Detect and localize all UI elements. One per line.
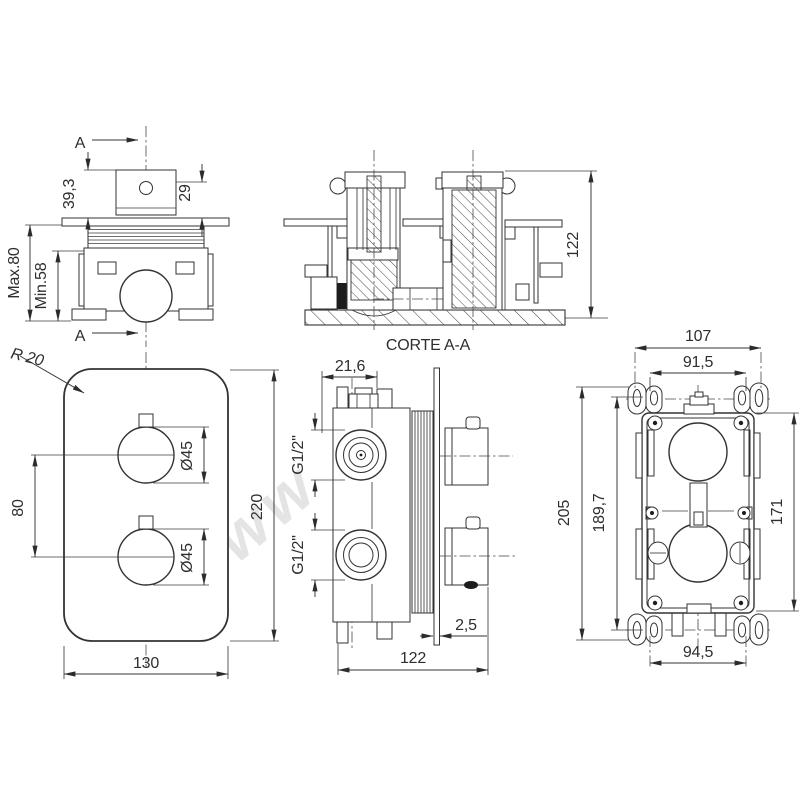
seal-block — [337, 283, 349, 309]
svg-text:21,6: 21,6 — [335, 358, 366, 375]
svg-text:39,3: 39,3 — [61, 179, 78, 210]
dim-max-depth: Max.80 — [6, 224, 71, 322]
dim-slot-span-top-outer: 107 — [634, 328, 762, 391]
svg-text:107: 107 — [685, 328, 711, 345]
mounting-ears — [627, 382, 769, 646]
cartridge-opening-top — [668, 422, 728, 482]
dim-slot-span-bottom: 94,5 — [649, 636, 747, 668]
threaded-collar — [87, 225, 205, 249]
dim-inlet-thread-bottom: G1/2" — [290, 513, 345, 597]
side-knob-bottom — [440, 516, 517, 589]
clamp-fasteners — [647, 541, 751, 565]
wall-plate-right — [504, 219, 563, 228]
view-front-rough-in: A 39,3 — [6, 126, 230, 347]
dim-inlet-thread-top: G1/2" — [290, 413, 345, 497]
section-cut-marker-bottom: A — [75, 328, 139, 345]
handle-knob — [115, 169, 177, 216]
corner-screws — [647, 415, 749, 611]
svg-text:2,5: 2,5 — [455, 617, 477, 634]
view-faceplate: 80 Ø45 Ø45 220 130 R 20 — [9, 345, 279, 679]
knob-bottom-index — [138, 515, 154, 530]
svg-text:130: 130 — [133, 655, 159, 672]
left-pipe-stub — [304, 264, 328, 278]
svg-text:Ø45: Ø45 — [179, 441, 196, 471]
svg-text:122: 122 — [565, 232, 582, 258]
dim-cartridge-offset: 21,6 — [321, 358, 378, 433]
mid-screws — [645, 506, 753, 520]
svg-text:80: 80 — [10, 499, 27, 517]
svg-text:Ø45: Ø45 — [179, 543, 196, 573]
dim-plate-height: 220 — [230, 369, 279, 642]
svg-text:205: 205 — [556, 500, 573, 526]
dim-screw-span: 171 — [756, 412, 799, 612]
cartridge-opening-bottom — [668, 523, 728, 583]
svg-text:94,5: 94,5 — [683, 644, 714, 661]
faceplate-outline — [63, 368, 229, 642]
dim-handle-height: 39,3 — [61, 152, 116, 236]
inlet-port-top — [335, 429, 387, 481]
svg-text:R 20: R 20 — [9, 345, 45, 370]
knob-top-index — [138, 413, 154, 428]
cartridge-left-section — [329, 171, 406, 317]
svg-text:122: 122 — [400, 650, 426, 667]
cartridge-right-section — [435, 171, 516, 311]
svg-text:189,7: 189,7 — [591, 493, 608, 532]
handle-screw-hole — [139, 181, 153, 195]
dim-plate-width: 130 — [63, 646, 229, 679]
dim-knob-diameter-top: Ø45 — [153, 426, 209, 484]
dim-min-depth: Min.58 — [33, 250, 84, 322]
svg-text:G1/2": G1/2" — [290, 535, 307, 574]
view-mounting-box: 107 91,5 205 189,7 171 — [556, 328, 799, 668]
body-boss-circle — [119, 269, 173, 323]
svg-text:29: 29 — [177, 184, 194, 202]
dim-slot-span-top-inner: 91,5 — [649, 354, 747, 391]
svg-text:Min.58: Min.58 — [33, 262, 50, 309]
dim-knob-spacing: 80 — [10, 454, 38, 558]
dim-knob-height: 29 — [176, 164, 207, 236]
dim-section-height: 122 — [505, 170, 608, 319]
svg-text:220: 220 — [249, 494, 266, 520]
wall-plate-mid — [402, 218, 444, 227]
view-side: 21,6 G1/2" G1/2" 2,5 122 — [290, 358, 517, 675]
wall-plate-left — [283, 218, 348, 227]
section-base-hatched — [304, 309, 566, 326]
top-hex-fitting — [348, 387, 379, 409]
dim-body-height: 189,7 — [591, 396, 643, 631]
dim-knob-diameter-bottom: Ø45 — [153, 528, 209, 586]
dim-wall-plate-thickness: 2,5 — [420, 617, 487, 639]
dim-total-depth: 122 — [337, 587, 489, 675]
section-title: CORTE A-A — [386, 337, 471, 354]
section-label-a-top: A — [75, 135, 86, 152]
left-elbow — [310, 276, 338, 310]
svg-text:91,5: 91,5 — [683, 354, 714, 371]
view-section-a-a: 122 CORTE A-A — [283, 150, 608, 354]
wall-plate-edge — [433, 367, 440, 646]
inlet-port-bottom — [335, 529, 387, 581]
section-cut-marker-top: A — [75, 135, 139, 152]
dim-overall-height: 205 — [556, 386, 629, 641]
wall-flange-plate — [61, 217, 230, 227]
side-knob-top — [440, 416, 513, 486]
valve-body — [71, 247, 214, 323]
section-label-a-bottom: A — [75, 328, 86, 345]
svg-text:171: 171 — [769, 499, 786, 525]
svg-text:G1/2": G1/2" — [290, 435, 307, 474]
svg-text:Max.80: Max.80 — [6, 247, 23, 299]
ribbed-adapter — [411, 410, 434, 614]
